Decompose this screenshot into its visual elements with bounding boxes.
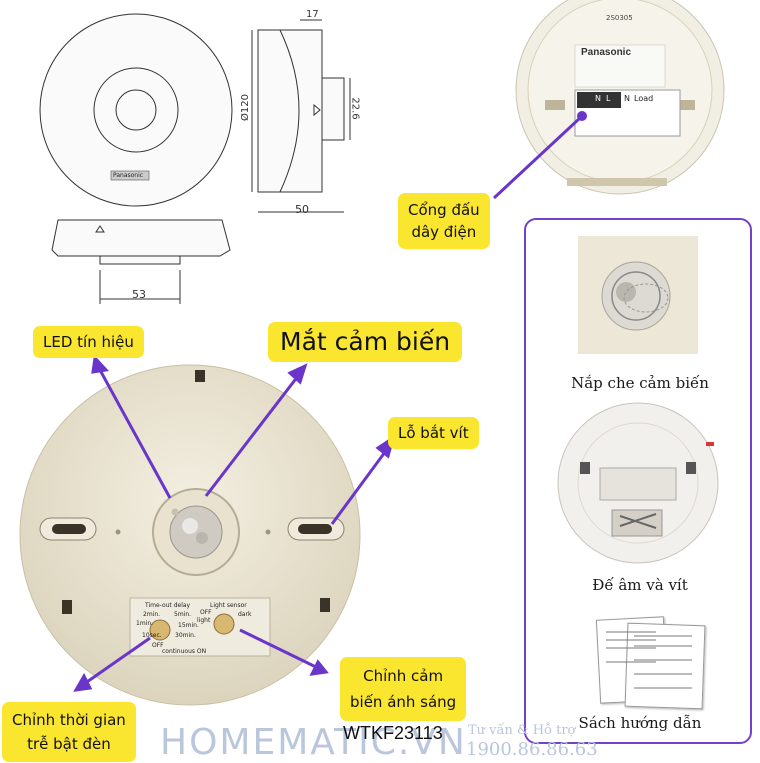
terminal-label-l: L (606, 94, 611, 103)
label-sensor-eye: Mắt cảm biến (268, 322, 463, 362)
main-device-photo (19, 354, 396, 706)
watermark-logo: HOMEMATIC.VN (160, 722, 467, 763)
caption-sensor-cover: Nắp che cảm biến (571, 374, 709, 392)
callout-arrows (73, 354, 396, 692)
support-text: Tư vấn & Hỗ trợ (468, 723, 576, 738)
dial-time-mark-off: OFF (152, 642, 164, 649)
model-number: WTKF23113 (343, 723, 443, 743)
top-view-drawing (39, 13, 233, 207)
caption-mounting-base: Đế âm và vít (592, 576, 688, 594)
label-screw-hole: Lỗ bắt vít (388, 417, 479, 449)
time-dial (149, 619, 171, 641)
label-light-sensor: Chỉnh cảm biến ánh sáng (340, 657, 467, 721)
label-terminal-port: Cổng đấu dây điện (398, 193, 490, 249)
dial-time-mark-10sec: 10sec. (142, 632, 162, 639)
light-dial (213, 613, 235, 635)
dim-top: 17 (306, 9, 319, 20)
side-view-drawing (51, 219, 231, 304)
label-time-delay: Chỉnh thời gian trễ bật đèn (2, 702, 136, 762)
dial-time-title: Time-out delay (145, 602, 191, 609)
label-time-delay-line2: trễ bật đèn (27, 735, 111, 753)
dial-light-mark-dark: dark (238, 611, 252, 618)
dial-light-title: Light sensor (210, 602, 247, 609)
label-terminal-port-line2: dây điện (411, 223, 477, 241)
label-light-sensor-line1: Chỉnh cảm (363, 667, 444, 685)
terminal-label-load: Load (634, 94, 654, 103)
dim-diameter: Ø120 (239, 94, 251, 121)
dial-light-mark-off: OFF (200, 609, 212, 616)
product-back-photo (505, 0, 760, 200)
label-led-indicator: LED tín hiệu (33, 326, 144, 358)
profile-view-drawing (251, 19, 351, 213)
dim-height: 22.6 (349, 97, 361, 120)
label-light-sensor-line2: biến ánh sáng (350, 693, 457, 711)
label-terminal-port-line1: Cổng đấu (408, 201, 480, 219)
accessory-panel: Nắp che cảm biến Đế âm và vít Sách hướng… (524, 218, 752, 744)
terminal-arrow (492, 111, 587, 200)
hotline: 1900.86.86.63 (466, 739, 598, 760)
led-indicator (171, 508, 179, 516)
photo-brand: Panasonic (581, 47, 632, 58)
sensor-cover-photo (578, 236, 698, 354)
manual-lines (606, 631, 692, 689)
caption-manual: Sách hướng dẫn (578, 714, 702, 732)
dial-time-mark-1min: 1min. (136, 620, 154, 627)
dim-bottom: 53 (132, 288, 146, 301)
photo-serial: 2S0305 (606, 14, 633, 22)
mounting-base-photo (557, 402, 719, 564)
label-time-delay-line1: Chỉnh thời gian (12, 711, 126, 729)
technical-drawing (39, 13, 351, 304)
dial-time-footer: continuous ON (162, 648, 207, 655)
dial-time-mark-30min: 30min. (175, 632, 196, 639)
dial-time-mark-15min: 15min. (178, 622, 199, 629)
dial-light-mark-light: light (197, 617, 211, 624)
terminal-label-n1: N (595, 94, 601, 103)
dial-time-mark-5min: 5min. (174, 611, 192, 618)
dial-time-mark-2min: 2min. (143, 611, 161, 618)
terminal-label-n2: N (624, 94, 630, 103)
sensor-lens (169, 505, 223, 559)
drawing-brand-mark: Panasonic (113, 172, 144, 179)
dim-width: 50 (295, 203, 309, 216)
